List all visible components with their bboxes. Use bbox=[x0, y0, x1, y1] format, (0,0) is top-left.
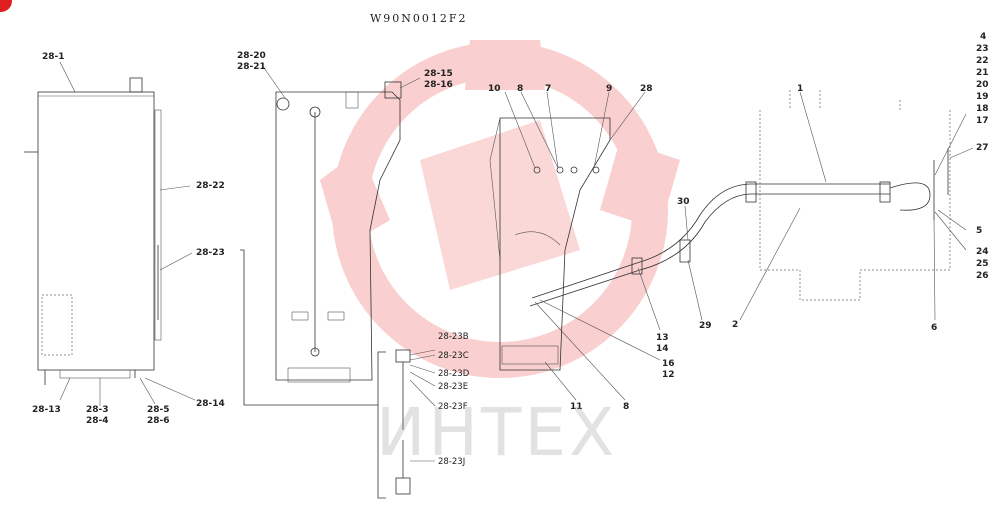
hose-assembly bbox=[529, 148, 949, 307]
callout-27: 27 bbox=[976, 143, 989, 153]
callout-28-23d: 28-23D bbox=[438, 369, 470, 379]
callout-28-23f: 28-23F bbox=[438, 402, 468, 412]
fuel-tank-side-view bbox=[24, 77, 162, 385]
callout-25: 25 bbox=[976, 259, 989, 269]
drawing-code: W90N0012F2 bbox=[370, 12, 468, 25]
callout-28-23c: 28-23C bbox=[438, 351, 469, 361]
callout-20: 20 bbox=[976, 80, 989, 90]
callout-4: 4 bbox=[980, 32, 986, 42]
engine-outline bbox=[759, 90, 951, 301]
callout-5: 5 bbox=[976, 226, 982, 236]
callout-28-23e: 28-23E bbox=[438, 382, 468, 392]
callout-8-bottom: 8 bbox=[623, 402, 629, 412]
watermark-text: ИНТЕХ bbox=[376, 394, 618, 471]
callout-16: 16 bbox=[662, 359, 675, 369]
fuel-tank-front-view bbox=[275, 81, 402, 383]
callout-29: 29 bbox=[699, 321, 712, 331]
callout-28-14: 28-14 bbox=[196, 399, 225, 409]
callout-11: 11 bbox=[570, 402, 583, 412]
callout-19: 19 bbox=[976, 92, 989, 102]
callout-28: 28 bbox=[640, 84, 653, 94]
callout-18: 18 bbox=[976, 104, 989, 114]
callout-17: 17 bbox=[976, 116, 989, 126]
callout-30: 30 bbox=[677, 197, 690, 207]
leader-lines bbox=[59, 61, 974, 462]
callout-labels: 28-1 28-22 28-23 28-13 28-3 28-4 28-5 28… bbox=[32, 32, 989, 467]
frame-bracket bbox=[489, 117, 611, 371]
callout-28-21: 28-21 bbox=[237, 62, 266, 72]
callout-6: 6 bbox=[931, 323, 937, 333]
callout-14: 14 bbox=[656, 344, 669, 354]
callout-28-3: 28-3 bbox=[86, 405, 109, 415]
level-gauge-detail bbox=[240, 249, 411, 499]
callout-26: 26 bbox=[976, 271, 989, 281]
callout-22: 22 bbox=[976, 56, 989, 66]
callout-28-23: 28-23 bbox=[196, 248, 225, 258]
callout-2: 2 bbox=[732, 320, 738, 330]
callout-28-23b: 28-23B bbox=[438, 332, 469, 342]
callout-21: 21 bbox=[976, 68, 989, 78]
callout-28-15: 28-15 bbox=[424, 69, 453, 79]
callout-7: 7 bbox=[545, 84, 551, 94]
callout-10: 10 bbox=[488, 84, 501, 94]
callout-28-13: 28-13 bbox=[32, 405, 61, 415]
callout-9: 9 bbox=[606, 84, 612, 94]
callout-23: 23 bbox=[976, 44, 989, 54]
callout-28-6: 28-6 bbox=[147, 416, 170, 426]
callout-28-20: 28-20 bbox=[237, 51, 266, 61]
callout-28-23j: 28-23J bbox=[438, 457, 465, 467]
callout-28-22: 28-22 bbox=[196, 181, 225, 191]
callout-1: 1 bbox=[797, 84, 803, 94]
callout-28-4: 28-4 bbox=[86, 416, 109, 426]
callout-28-1: 28-1 bbox=[42, 52, 65, 62]
callout-8-top: 8 bbox=[517, 84, 523, 94]
callout-24: 24 bbox=[976, 247, 989, 257]
callout-28-16: 28-16 bbox=[424, 80, 453, 90]
callout-28-5: 28-5 bbox=[147, 405, 170, 415]
callout-12: 12 bbox=[662, 370, 675, 380]
callout-13: 13 bbox=[656, 333, 669, 343]
